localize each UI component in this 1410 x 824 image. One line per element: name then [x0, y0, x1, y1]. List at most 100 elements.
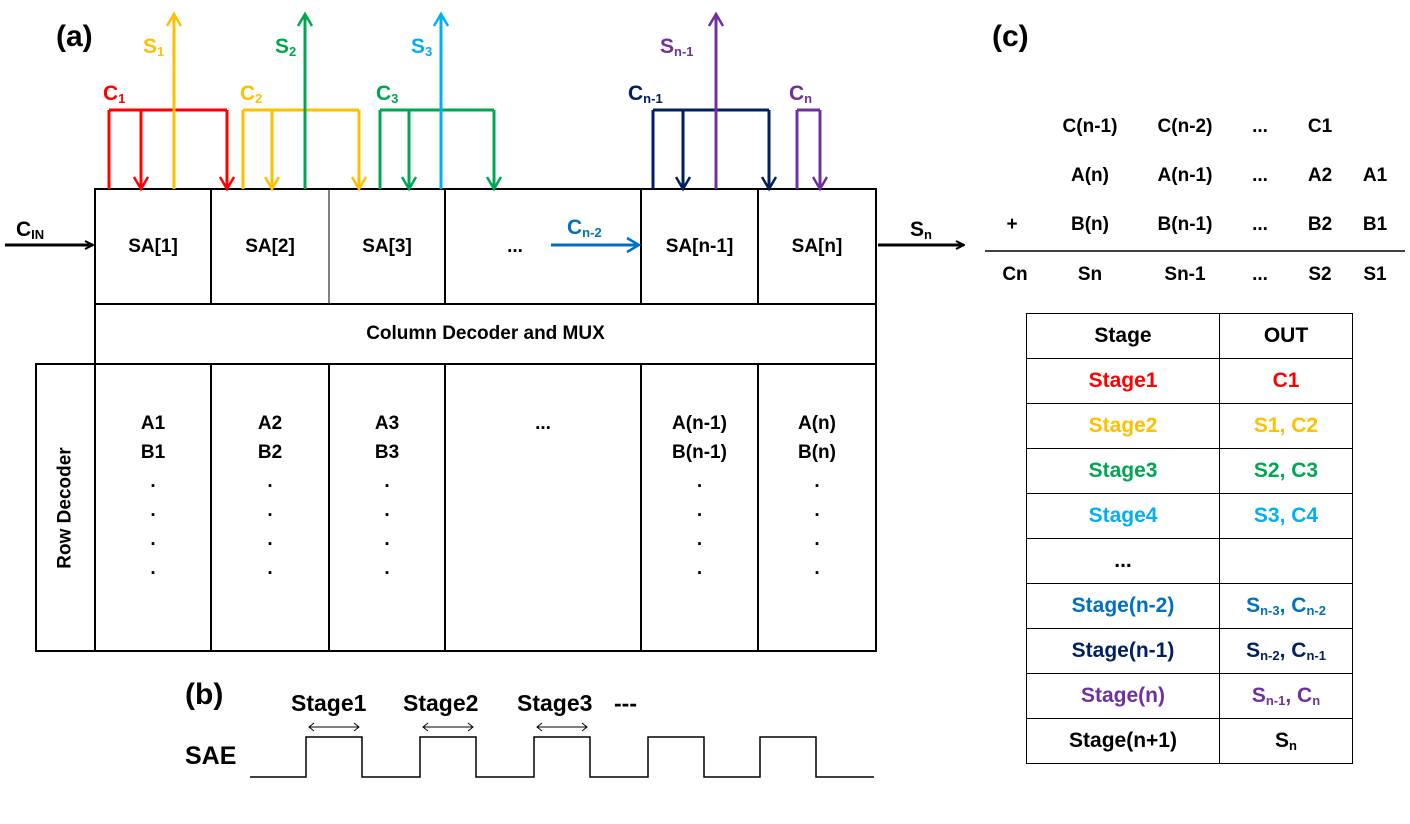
- panel-b-label: (b): [185, 678, 224, 711]
- stage-cell: ...: [1025, 538, 1221, 584]
- row-dot: .: [814, 500, 820, 521]
- carry-term: ...: [1252, 116, 1268, 137]
- operand-b: B(n): [798, 442, 836, 463]
- sense-amp-n-1: SA[n-1]: [665, 235, 734, 257]
- carry-label-cn: Cn: [789, 82, 813, 106]
- out-cell: S1, C2: [1219, 403, 1353, 449]
- memory-array-box: [35, 363, 877, 652]
- arrowhead-down: [760, 176, 778, 192]
- header-stage: Stage: [1025, 313, 1221, 359]
- row-dot: .: [384, 529, 390, 550]
- sum-label-s2: S2: [275, 35, 297, 59]
- column-decoder-label: Column Decoder and MUX: [366, 323, 605, 344]
- row-dot: .: [814, 471, 820, 492]
- arrowhead-down: [263, 176, 281, 192]
- stage-cell: Stage(n+1): [1025, 718, 1221, 764]
- row-decoder-label: Row Decoder: [54, 446, 76, 569]
- row-dot: .: [384, 500, 390, 521]
- carry-label-cn1: Cn-1: [628, 82, 663, 106]
- arrowhead-down: [400, 176, 418, 192]
- table-row: ...: [1025, 538, 1353, 584]
- sense-amp-ellipsis: ...: [507, 235, 523, 257]
- stage-width-markers: [308, 722, 588, 732]
- stage-cell: Stage(n): [1025, 673, 1221, 719]
- operand-b: B(n-1): [672, 442, 727, 463]
- sense-amp-n: SA[n]: [791, 235, 843, 257]
- row-dot: .: [696, 558, 703, 579]
- arrowhead-down: [132, 176, 150, 192]
- cin-label: CIN: [16, 218, 45, 242]
- arrowhead-down: [218, 176, 236, 192]
- operand-b: B1: [140, 442, 166, 463]
- a-term: A(n): [1071, 165, 1109, 186]
- timing-stage-2: Stage2: [403, 690, 479, 716]
- out-cell: S2, C3: [1219, 448, 1353, 494]
- row-dot: .: [267, 471, 273, 492]
- sense-amp-2: SA[2]: [245, 235, 295, 257]
- table-row: Stage(n+1)Sn: [1025, 718, 1353, 764]
- panel-a-label: (a): [56, 20, 93, 53]
- b-term: B(n): [1071, 214, 1109, 235]
- row-dot: .: [150, 558, 156, 579]
- arrowhead-right: [626, 236, 642, 254]
- sn-output-label: Sn: [910, 218, 932, 242]
- stage-cell: Stage1: [1025, 358, 1221, 404]
- result-term: Sn-1: [1164, 264, 1206, 285]
- operand-a: A(n): [798, 413, 836, 434]
- table-row: Stage(n-2)Sn-3, Cn-2: [1025, 583, 1353, 629]
- carry-term: C(n-1): [1062, 116, 1118, 137]
- a-term: A1: [1362, 165, 1388, 186]
- out-cell: [1219, 538, 1353, 584]
- arrowhead-up: [432, 11, 450, 27]
- operand-a: A2: [257, 413, 283, 434]
- memory-column: ...: [445, 409, 641, 467]
- carry-label-c3: C3: [376, 82, 399, 106]
- sum-label-s1: S1: [143, 35, 165, 59]
- memory-column: A(n)B(n)....: [758, 409, 876, 583]
- b-term: B2: [1307, 214, 1333, 235]
- timing-stage-3: Stage3: [517, 690, 593, 716]
- stage-cell: Stage(n-2): [1025, 583, 1221, 629]
- stage-cell: Stage3: [1025, 448, 1221, 494]
- operand-a: A1: [140, 413, 166, 434]
- out-cell: Sn-3, Cn-2: [1219, 583, 1353, 629]
- row-dot: .: [267, 558, 273, 579]
- carry-label-c1: C1: [103, 82, 126, 106]
- row-dot: .: [696, 529, 703, 550]
- timing-stage-1: Stage1: [291, 690, 367, 716]
- row-dot: .: [696, 500, 703, 521]
- b-term: B(n-1): [1157, 214, 1213, 235]
- table-row: Stage(n-1)Sn-2, Cn-1: [1025, 628, 1353, 674]
- row-dot: .: [384, 558, 390, 579]
- sae-waveform: [250, 736, 874, 778]
- result-term: S2: [1308, 264, 1332, 285]
- memory-column: A(n-1) B(n-1)....: [641, 409, 758, 583]
- row-dot: .: [814, 558, 820, 579]
- arrowhead-down: [485, 176, 503, 192]
- b-term: ...: [1252, 214, 1268, 235]
- row-dot: .: [150, 529, 156, 550]
- out-cell: S3, C4: [1219, 493, 1353, 539]
- row-dot: .: [696, 471, 703, 492]
- sae-label: SAE: [185, 742, 237, 770]
- out-cell: Sn-1, Cn: [1219, 673, 1353, 719]
- stage-cell: Stage(n-1): [1025, 628, 1221, 674]
- carry-label-cn2: Cn-2: [567, 216, 602, 240]
- out-cell: Sn-2, Cn-1: [1219, 628, 1353, 674]
- result-term: S1: [1363, 264, 1387, 285]
- operand-a: A(n-1): [672, 413, 727, 434]
- timing-ellipsis: ---: [614, 690, 637, 716]
- a-term: A2: [1307, 165, 1333, 186]
- row-dot: .: [150, 471, 156, 492]
- sense-amp-1: SA[1]: [128, 235, 178, 257]
- row-dot: .: [150, 500, 156, 521]
- arrowhead-up: [296, 11, 314, 27]
